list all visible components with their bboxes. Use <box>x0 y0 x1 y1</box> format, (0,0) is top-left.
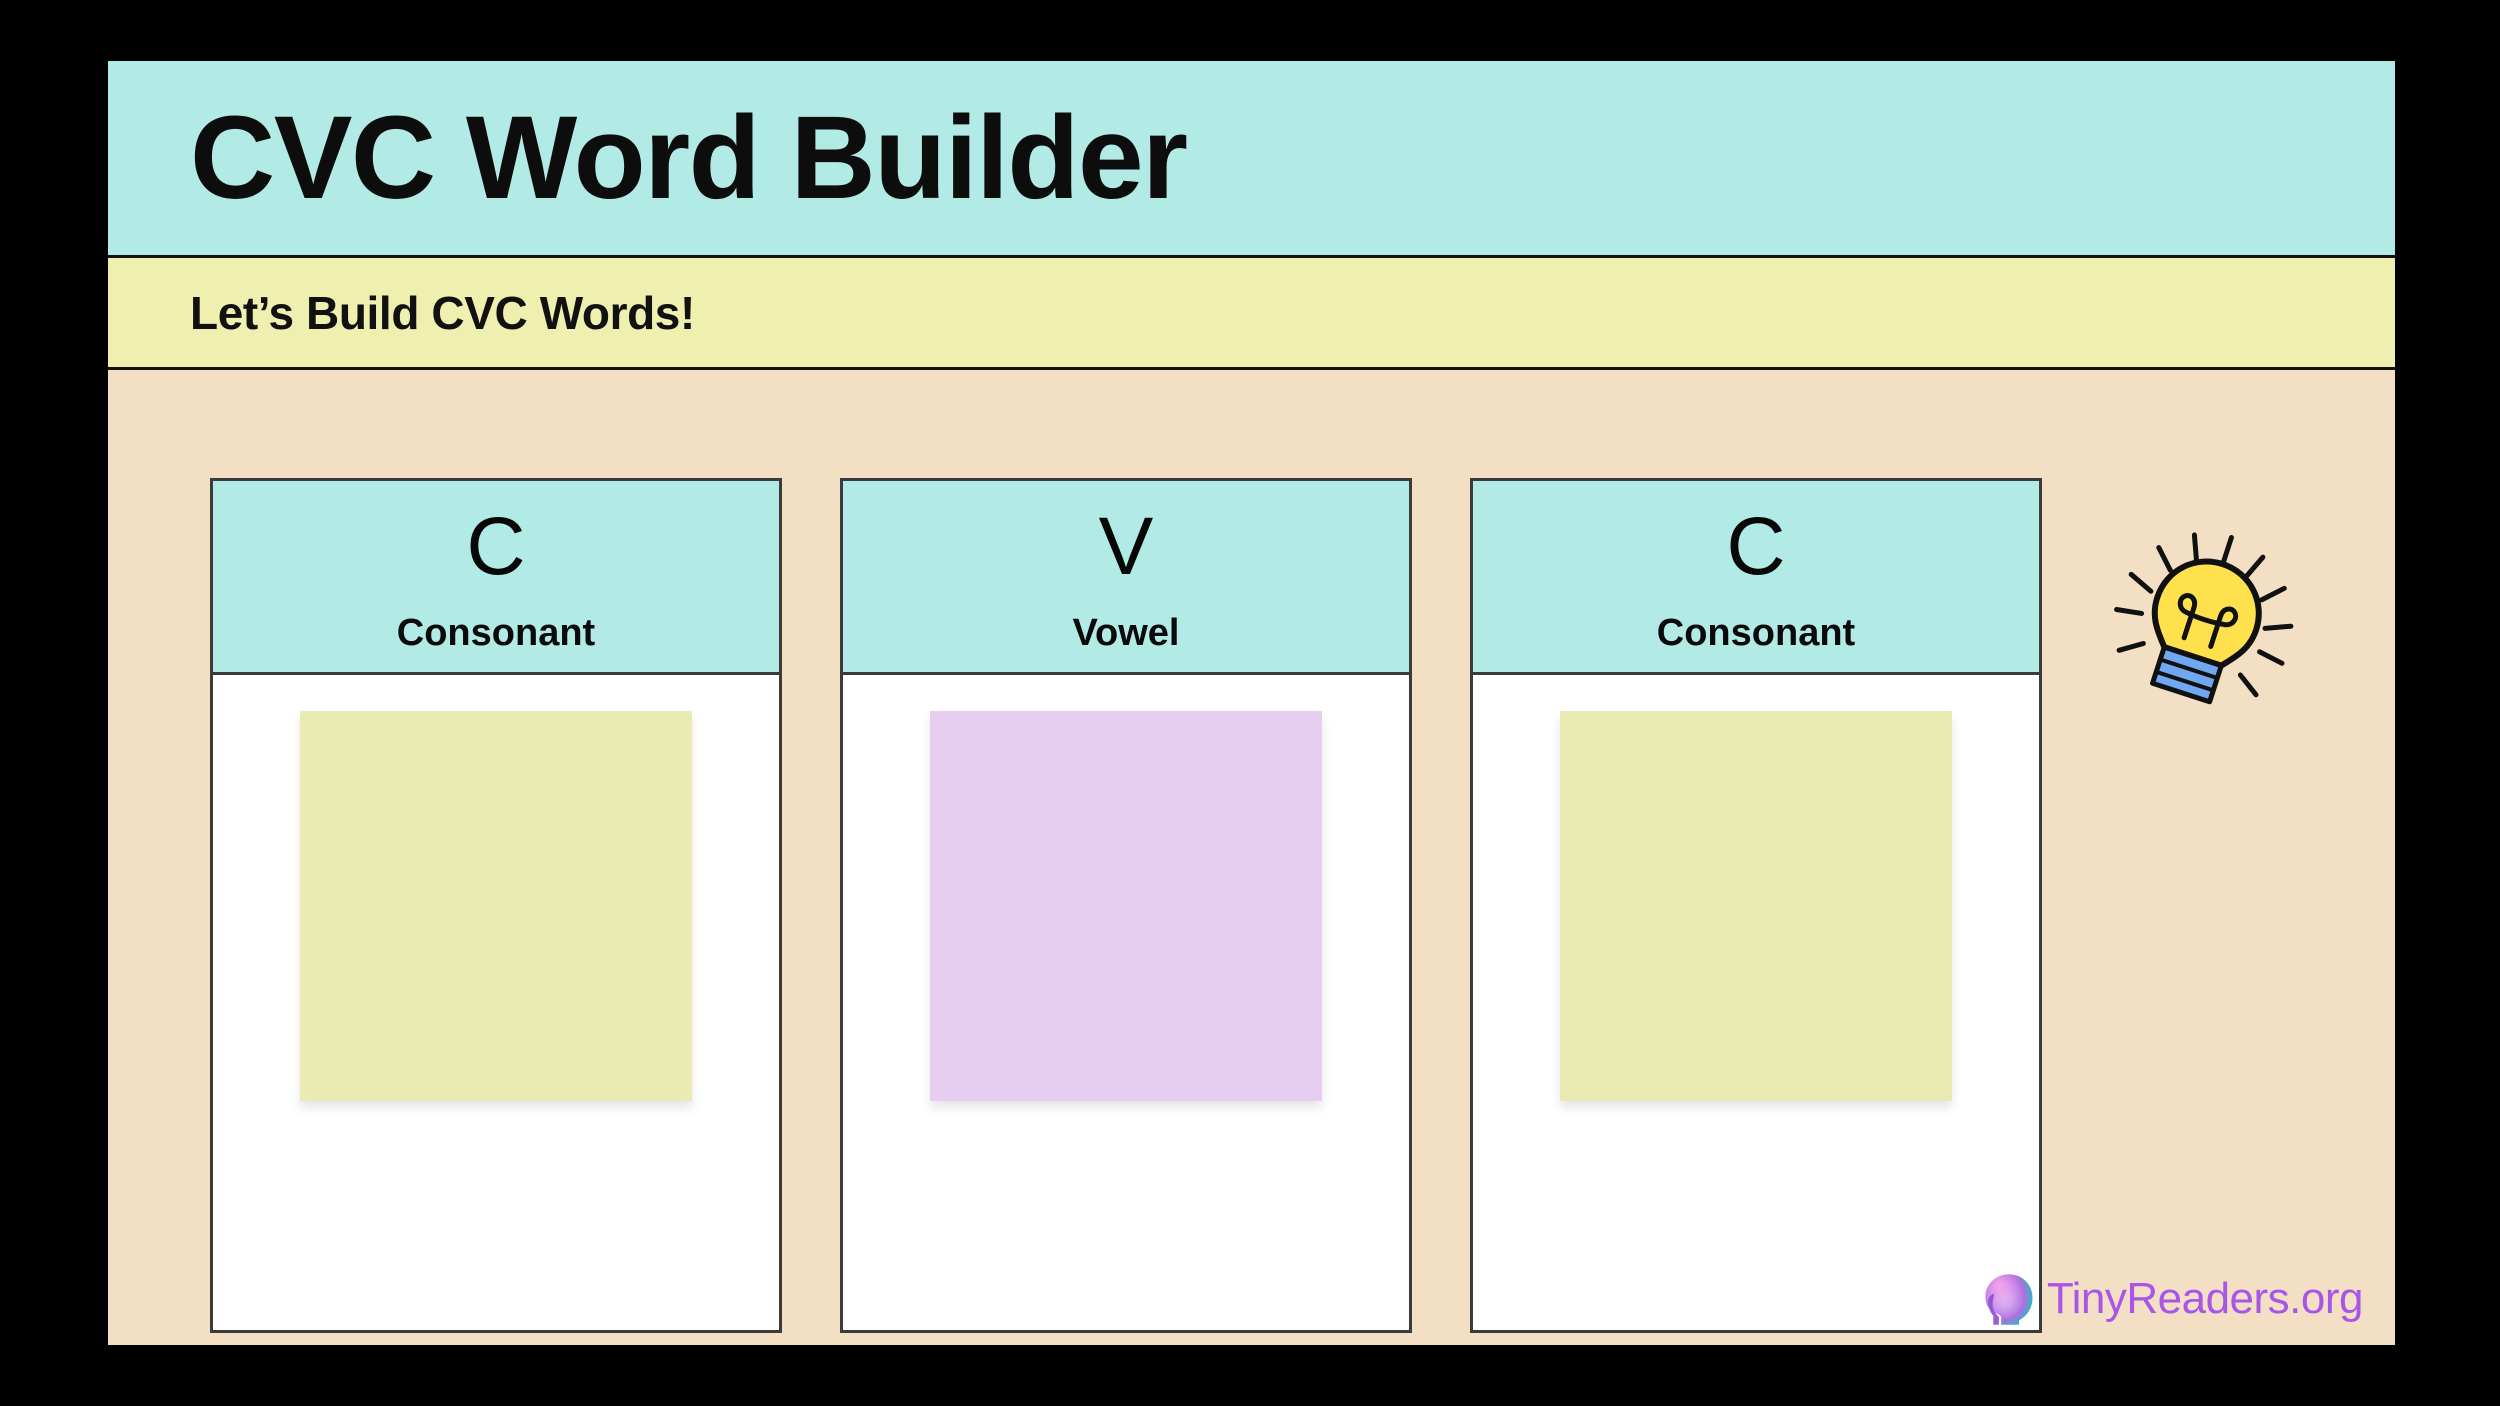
reader-head-icon <box>1985 1274 2033 1325</box>
card-letter: C <box>466 500 526 592</box>
main-stage: C Consonant V Vowel C Cons <box>108 370 2395 1345</box>
card-header: C Consonant <box>1473 481 2039 675</box>
sticky-note-slot[interactable] <box>300 711 692 1101</box>
cvc-card-row: C Consonant V Vowel C Cons <box>210 478 2042 1333</box>
card-body <box>213 675 779 1330</box>
card-body <box>843 675 1409 1330</box>
card-label: Vowel <box>1072 611 1180 654</box>
card-body <box>1473 675 2039 1330</box>
page-title: CVC Word Builder <box>190 92 1188 224</box>
subtitle-text: Let’s Build CVC Words! <box>190 286 695 339</box>
cvc-card-vowel[interactable]: V Vowel <box>840 478 1412 1333</box>
card-letter: C <box>1726 500 1786 592</box>
sticky-note-slot[interactable] <box>1560 711 1952 1101</box>
slide-canvas: CVC Word Builder Let’s Build CVC Words! … <box>108 61 2395 1345</box>
card-label: Consonant <box>396 611 596 654</box>
sticky-note-slot[interactable] <box>930 711 1322 1101</box>
cvc-card-consonant-1[interactable]: C Consonant <box>210 478 782 1333</box>
brand-logo[interactable]: TinyReaders.org <box>1981 1271 2364 1327</box>
card-header: C Consonant <box>213 481 779 675</box>
cvc-card-consonant-2[interactable]: C Consonant <box>1470 478 2042 1333</box>
card-header: V Vowel <box>843 481 1409 675</box>
card-label: Consonant <box>1656 611 1856 654</box>
lightbulb-icon <box>2114 532 2294 705</box>
subtitle-band: Let’s Build CVC Words! <box>108 258 2395 370</box>
brand-logo-text: TinyReaders.org <box>2046 1274 2364 1323</box>
header-band: CVC Word Builder <box>108 61 2395 258</box>
card-letter: V <box>1098 500 1154 592</box>
